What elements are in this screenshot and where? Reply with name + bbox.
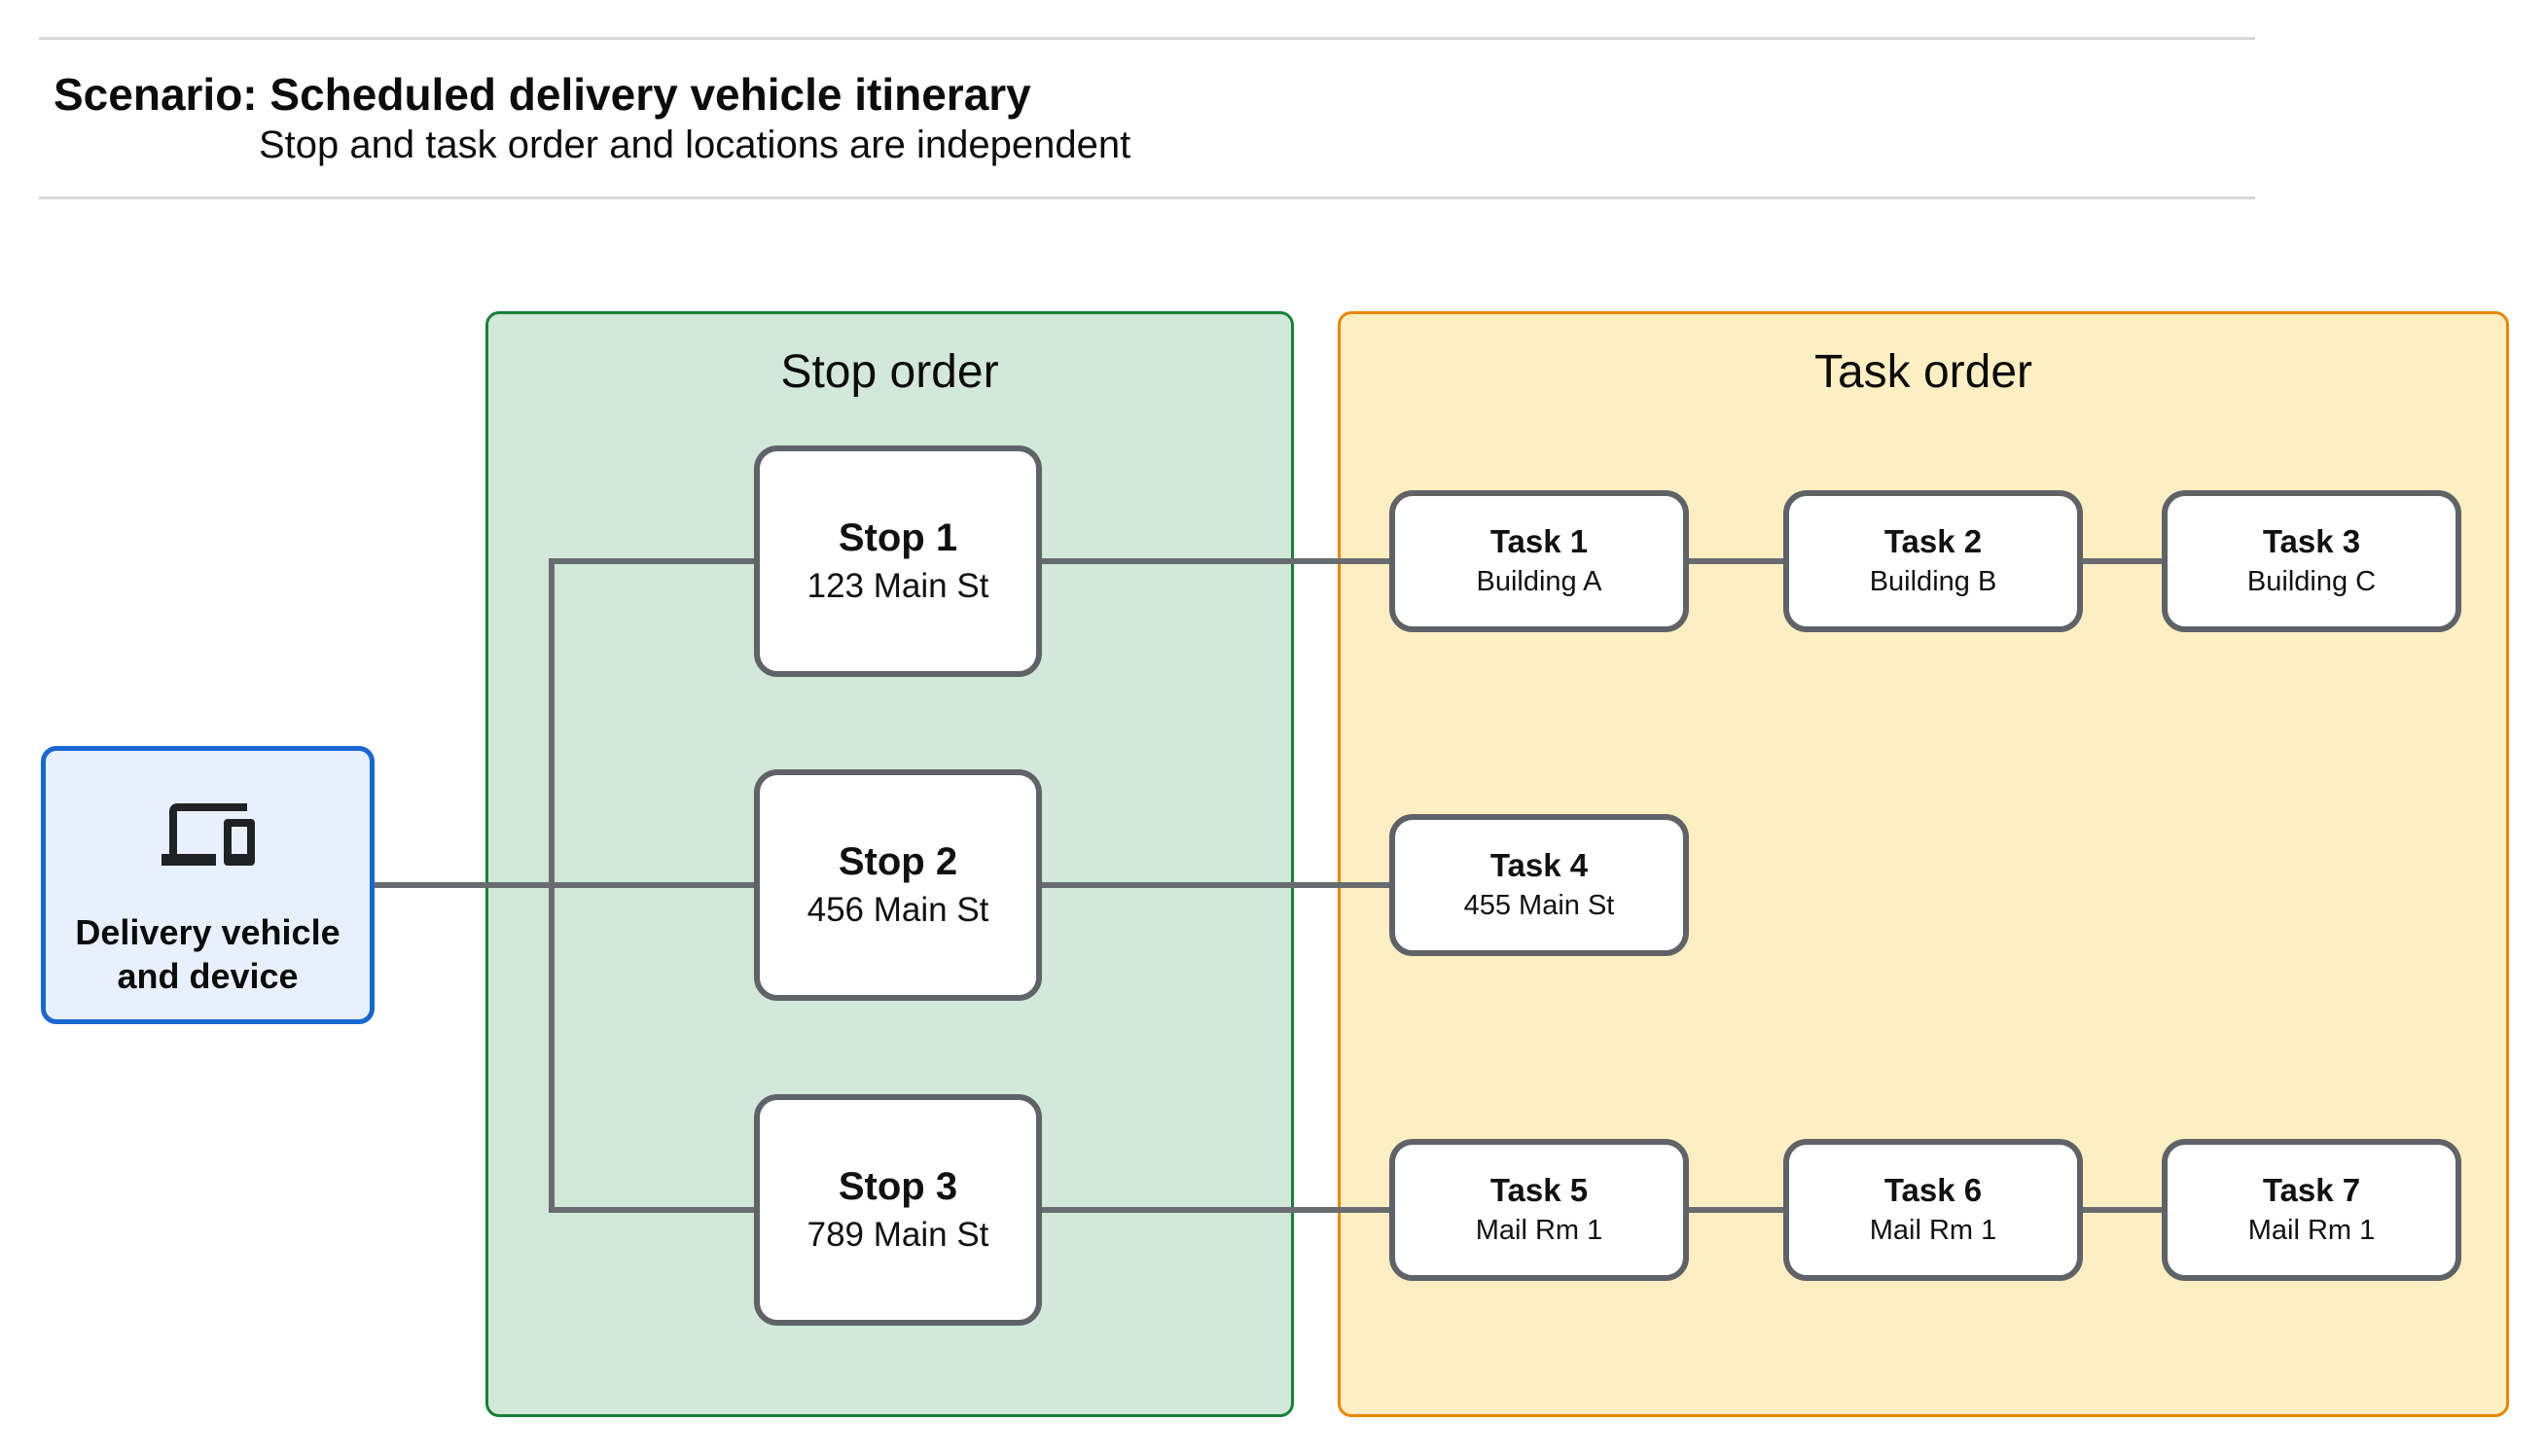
connector-task2-to-task3 xyxy=(2083,558,2162,564)
connector-task1-to-task2 xyxy=(1689,558,1783,564)
stop-location: 789 Main St xyxy=(807,1216,989,1254)
task-7-node: Task 7 Mail Rm 1 xyxy=(2162,1139,2461,1281)
delivery-vehicle-node: Delivery vehicle and device xyxy=(41,746,375,1024)
connector-branch-to-stop3 xyxy=(555,1207,754,1213)
task-location: Building C xyxy=(2246,566,2377,598)
top-divider xyxy=(39,37,2255,40)
connector-stop1-to-task1 xyxy=(1042,558,1389,564)
stop-order-title: Stop order xyxy=(780,346,999,398)
task-location: Mail Rm 1 xyxy=(2247,1215,2376,1247)
stop-name: Stop 2 xyxy=(838,840,958,883)
task-location: Mail Rm 1 xyxy=(1869,1215,1997,1247)
task-location: Building B xyxy=(1869,566,1997,598)
connector-task5-to-task6 xyxy=(1689,1207,1783,1213)
task-4-node: Task 4 455 Main St xyxy=(1389,814,1689,956)
header-divider xyxy=(39,196,2255,199)
devices-icon xyxy=(160,794,257,875)
task-name: Task 5 xyxy=(1489,1172,1589,1209)
stop-1-node: Stop 1 123 Main St xyxy=(754,445,1042,677)
task-location: Building A xyxy=(1476,566,1602,598)
task-name: Task 6 xyxy=(1883,1172,1983,1209)
connector-stop2-to-task4 xyxy=(1042,882,1389,888)
task-name: Task 3 xyxy=(2262,523,2361,560)
task-3-node: Task 3 Building C xyxy=(2162,490,2461,632)
page-title: Scenario: Scheduled delivery vehicle iti… xyxy=(54,69,1031,120)
task-location: Mail Rm 1 xyxy=(1475,1215,1603,1247)
stop-location: 123 Main St xyxy=(807,567,989,605)
task-1-node: Task 1 Building A xyxy=(1389,490,1689,632)
connector-branch-vertical xyxy=(549,558,555,1213)
task-name: Task 2 xyxy=(1883,523,1983,560)
task-location: 455 Main St xyxy=(1463,890,1615,922)
connector-task6-to-task7 xyxy=(2083,1207,2162,1213)
connector-branch-to-stop1 xyxy=(555,558,754,564)
task-2-node: Task 2 Building B xyxy=(1783,490,2083,632)
page-subtitle: Stop and task order and locations are in… xyxy=(259,124,1131,166)
task-name: Task 1 xyxy=(1489,523,1589,560)
delivery-vehicle-label: Delivery vehicle and device xyxy=(75,912,341,996)
task-order-title: Task order xyxy=(1813,346,2033,398)
stop-name: Stop 3 xyxy=(838,1165,958,1208)
task-5-node: Task 5 Mail Rm 1 xyxy=(1389,1139,1689,1281)
connector-device-to-stop2 xyxy=(375,882,754,888)
task-name: Task 7 xyxy=(2262,1172,2361,1209)
connector-stop3-to-task5 xyxy=(1042,1207,1389,1213)
stop-3-node: Stop 3 789 Main St xyxy=(754,1094,1042,1326)
stop-2-node: Stop 2 456 Main St xyxy=(754,769,1042,1001)
stop-location: 456 Main St xyxy=(807,891,989,929)
task-name: Task 4 xyxy=(1489,847,1589,884)
task-6-node: Task 6 Mail Rm 1 xyxy=(1783,1139,2083,1281)
stop-name: Stop 1 xyxy=(838,516,958,559)
